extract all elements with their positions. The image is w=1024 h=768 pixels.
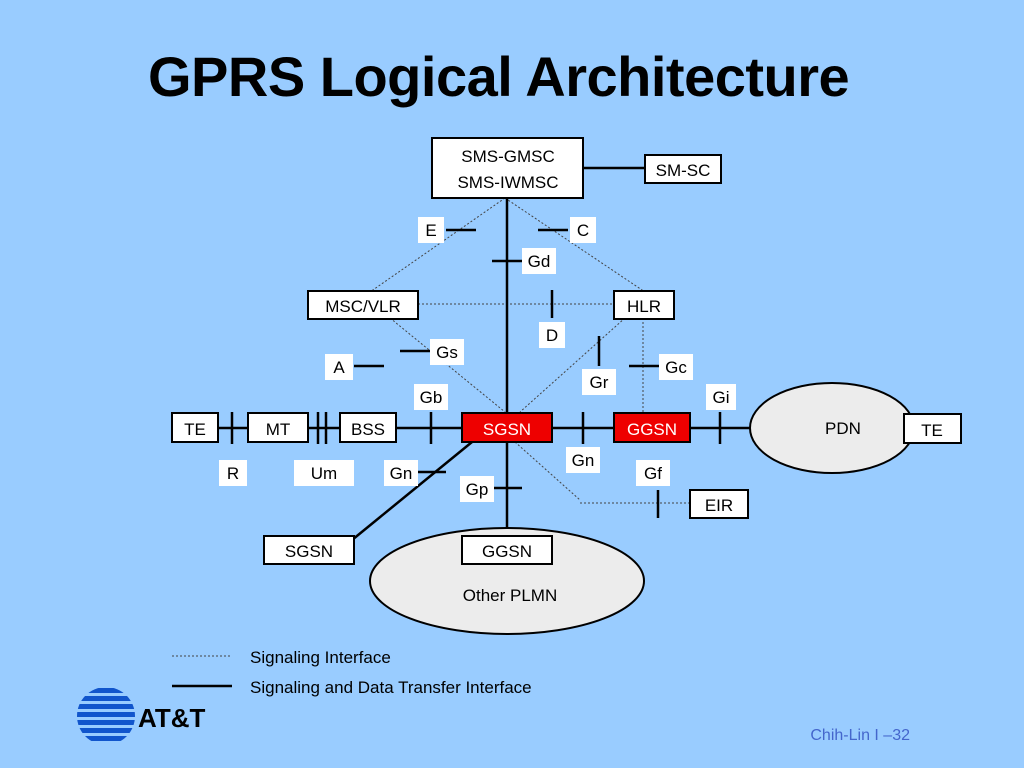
line-sms-hlr [504,197,646,293]
mt-label: MT [266,420,291,439]
other-plmn-label: Other PLMN [463,586,557,605]
legend-signaling-label: Signaling Interface [250,648,391,667]
sgsn-label: SGSN [483,420,531,439]
interface-e: E [425,221,436,240]
interface-gd: Gd [528,252,551,271]
te-right-label: TE [921,421,943,440]
node-bss: BSS [339,412,397,443]
legend-signaling-data-label: Signaling and Data Transfer Interface [250,678,532,697]
ggsn-other-label: GGSN [482,542,532,561]
interface-c: C [577,221,589,240]
interface-ticks [230,228,722,518]
interface-gf: Gf [644,464,662,483]
node-hlr: HLR [613,290,675,320]
ggsn-label: GGSN [627,420,677,439]
hlr-label: HLR [627,297,661,316]
sms-iwmsc-label: SMS-IWMSC [457,173,558,192]
node-sgsn: SGSN [461,412,553,443]
line-msc-sgsn [389,317,506,413]
att-globe-icon [77,687,135,745]
msc-vlr-label: MSC/VLR [325,297,401,316]
interface-gn-upper: Gn [572,451,595,470]
page-title: GPRS Logical Architecture [148,45,850,108]
interface-gs: Gs [436,343,458,362]
node-ggsn-other: GGSN [461,535,553,565]
line-sgsn-eir-a [514,441,581,501]
slide-footer: Chih-Lin I –32 [810,727,910,744]
node-sms-gmsc: SMS-GMSC SMS-IWMSC [431,137,584,199]
interface-a: A [333,358,345,377]
node-sm-sc: SM-SC [644,154,722,184]
node-msc-vlr: MSC/VLR [307,290,419,320]
sgsn-other-label: SGSN [285,542,333,561]
interface-d: D [546,326,558,345]
interface-um: Um [311,464,337,483]
sm-sc-label: SM-SC [656,161,711,180]
pdn-label: PDN [825,419,861,438]
te-left-label: TE [184,420,206,439]
node-te-left: TE [171,412,219,443]
other-plmn-ellipse [369,527,645,635]
node-mt: MT [247,412,309,443]
node-sgsn-other: SGSN [263,535,355,565]
sms-gmsc-label: SMS-GMSC [461,147,555,166]
eir-label: EIR [705,496,733,515]
interface-gr: Gr [590,373,609,392]
interface-gp: Gp [466,480,489,499]
interface-gi: Gi [713,388,730,407]
node-eir: EIR [689,489,749,519]
interface-r: R [227,464,239,483]
node-ggsn: GGSN [613,412,691,443]
legend: Signaling Interface Signaling and Data T… [172,648,532,697]
line-hlr-sgsn [519,317,626,413]
interface-gb: Gb [420,388,443,407]
att-logo-text: AT&T [138,703,206,733]
line-sgsn-sgsn [351,441,473,541]
line-sms-msc [369,197,506,293]
interface-gn-lower: Gn [390,464,413,483]
interface-labels: E C Gd D Gs A Gr Gc Gb Gi R Um Gn Gn Gp … [219,217,736,502]
bss-label: BSS [351,420,385,439]
signaling-lines [369,197,690,504]
interface-gc: Gc [665,358,687,377]
node-te-right: TE [903,413,962,444]
